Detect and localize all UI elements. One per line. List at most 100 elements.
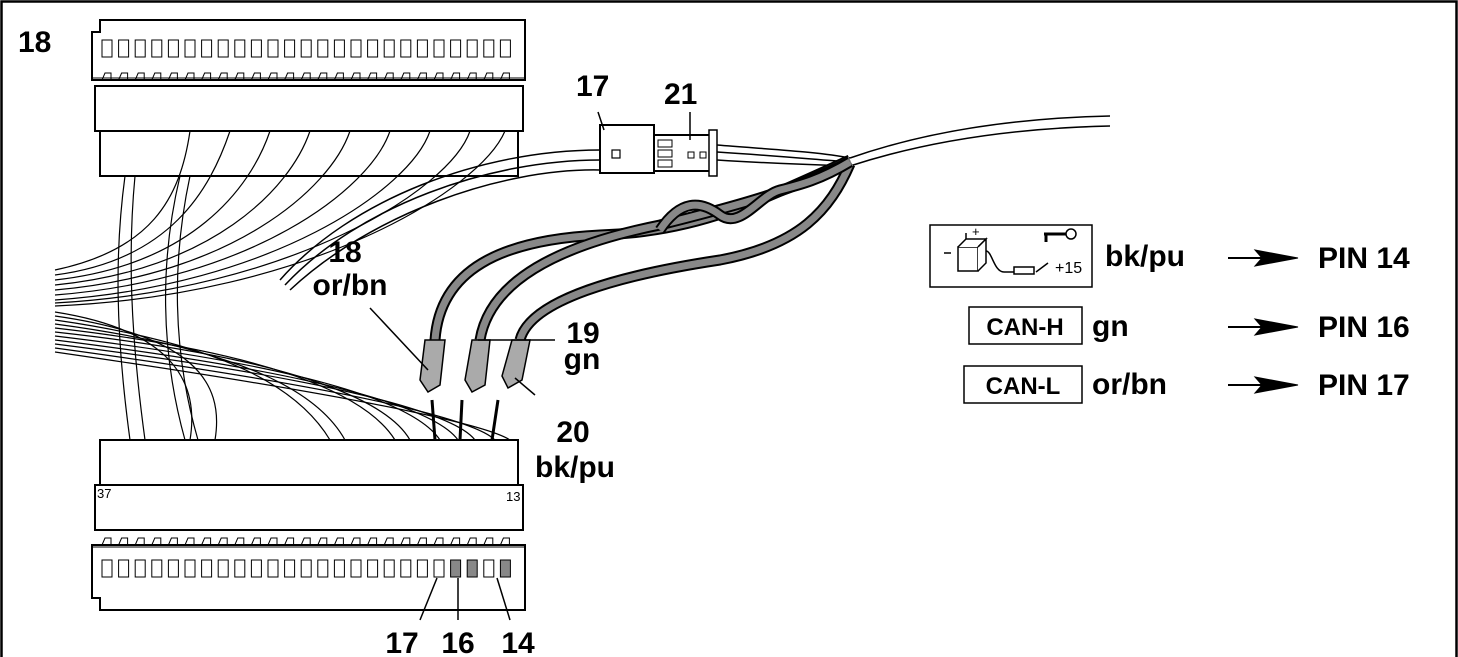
connector-slot — [433, 39, 445, 58]
connector-latch — [134, 72, 145, 81]
connector-slot — [450, 559, 462, 578]
connector-latch — [118, 72, 129, 81]
connector-slot — [267, 39, 279, 58]
connector-latch — [367, 72, 378, 81]
connector-latch — [416, 72, 427, 81]
connector-latch — [167, 72, 178, 81]
pin-label-14: 14 — [501, 627, 535, 657]
pin-label-leaders — [419, 577, 511, 621]
callout-17: 17 — [576, 70, 609, 103]
connector-latch — [134, 537, 145, 546]
connector-slot — [284, 39, 296, 58]
connector-latch — [333, 72, 344, 81]
connector-slot — [383, 559, 395, 578]
wire-fan-bundle — [54, 130, 511, 441]
connector-slot — [217, 559, 229, 578]
callout-20-color: bk/pu — [535, 451, 615, 484]
legend-can-h-box — [968, 306, 1083, 345]
connector-slot — [134, 559, 146, 578]
legend-row3-color: or/bn — [1092, 368, 1167, 401]
callout-19-number: 19 — [566, 317, 599, 350]
connector-latch — [167, 537, 178, 546]
connector-slot — [134, 39, 146, 58]
connector-latch — [184, 72, 195, 81]
connector-slot — [383, 39, 395, 58]
battery-ignition-key-icon — [944, 228, 1077, 275]
bottom-connector — [91, 439, 526, 611]
legend-arrows — [1228, 249, 1299, 394]
connector-latch — [300, 537, 311, 546]
legend-row1-color: bk/pu — [1105, 240, 1185, 273]
connector-slot — [483, 39, 495, 58]
connector-latch — [450, 72, 461, 81]
legend-can-l-label: CAN-L — [986, 373, 1061, 400]
connector-slot — [483, 559, 495, 578]
connector-latch — [300, 72, 311, 81]
legend-row1-icon-text: +15 — [1055, 260, 1082, 277]
connector-latch — [333, 537, 344, 546]
connector-slot — [250, 559, 262, 578]
connector-slot — [466, 39, 478, 58]
connector-latch — [350, 537, 361, 546]
connector-slot — [167, 39, 179, 58]
connector-slot — [250, 39, 262, 58]
callout-20-number: 20 — [556, 416, 589, 449]
connector-latch — [400, 537, 411, 546]
legend-can-l-box — [963, 365, 1083, 404]
connector-latch — [383, 72, 394, 81]
connector-slot — [151, 39, 163, 58]
connector-slot — [350, 39, 362, 58]
connector-slot — [317, 39, 329, 58]
connector-latch — [466, 537, 477, 546]
legend-row2-pin: PIN 16 — [1318, 311, 1410, 344]
legend-can-h-label: CAN-H — [986, 314, 1063, 341]
connector-slot — [267, 559, 279, 578]
legend-row3-pin: PIN 17 — [1318, 369, 1410, 402]
connector-latch — [184, 537, 195, 546]
connector-latch — [217, 72, 228, 81]
connector-latch — [400, 72, 411, 81]
connector-latch — [383, 537, 394, 546]
legend-row2-color: gn — [1092, 310, 1129, 343]
connector-latch — [101, 537, 112, 546]
connector-latch — [201, 72, 212, 81]
connector-slot — [234, 39, 246, 58]
pin-label-16: 16 — [441, 627, 474, 657]
connector-pin-13-label: 13 — [506, 489, 520, 504]
connector-latch — [466, 72, 477, 81]
connector-latch — [367, 537, 378, 546]
connector-17-21 — [279, 111, 1111, 291]
connector-slot — [333, 559, 345, 578]
legend-row1-pin: PIN 14 — [1318, 242, 1410, 275]
connector-latch — [317, 72, 328, 81]
connector-latch — [350, 72, 361, 81]
connector-slot — [499, 559, 511, 578]
connector-slot — [167, 559, 179, 578]
connector-slot — [367, 39, 379, 58]
pin-label-17: 17 — [385, 627, 418, 657]
connector-latch — [499, 537, 510, 546]
connector-slot — [184, 39, 196, 58]
legend: + +15 CAN-H CAN-L bk/pu gn or/bn PIN 14 … — [929, 224, 1410, 404]
connector-slot — [350, 559, 362, 578]
connector-slot — [201, 559, 213, 578]
connector-latch — [151, 537, 162, 546]
connector-latch — [499, 72, 510, 81]
connector-slot — [433, 559, 445, 578]
connector-slot — [400, 559, 412, 578]
connector-slot — [101, 559, 113, 578]
battery-plus-symbol: + — [972, 224, 980, 239]
connector-slot — [184, 559, 196, 578]
connector-latch — [416, 537, 427, 546]
connector-slot — [499, 39, 511, 58]
callout-19-color: gn — [564, 343, 601, 376]
connector-slot — [101, 39, 113, 58]
top-connector-slots — [101, 39, 511, 58]
connector-latch — [250, 72, 261, 81]
connector-latch — [284, 72, 295, 81]
connector-latch — [217, 537, 228, 546]
connector-latch — [267, 537, 278, 546]
connector-slot — [416, 559, 428, 578]
connector-latch — [267, 72, 278, 81]
